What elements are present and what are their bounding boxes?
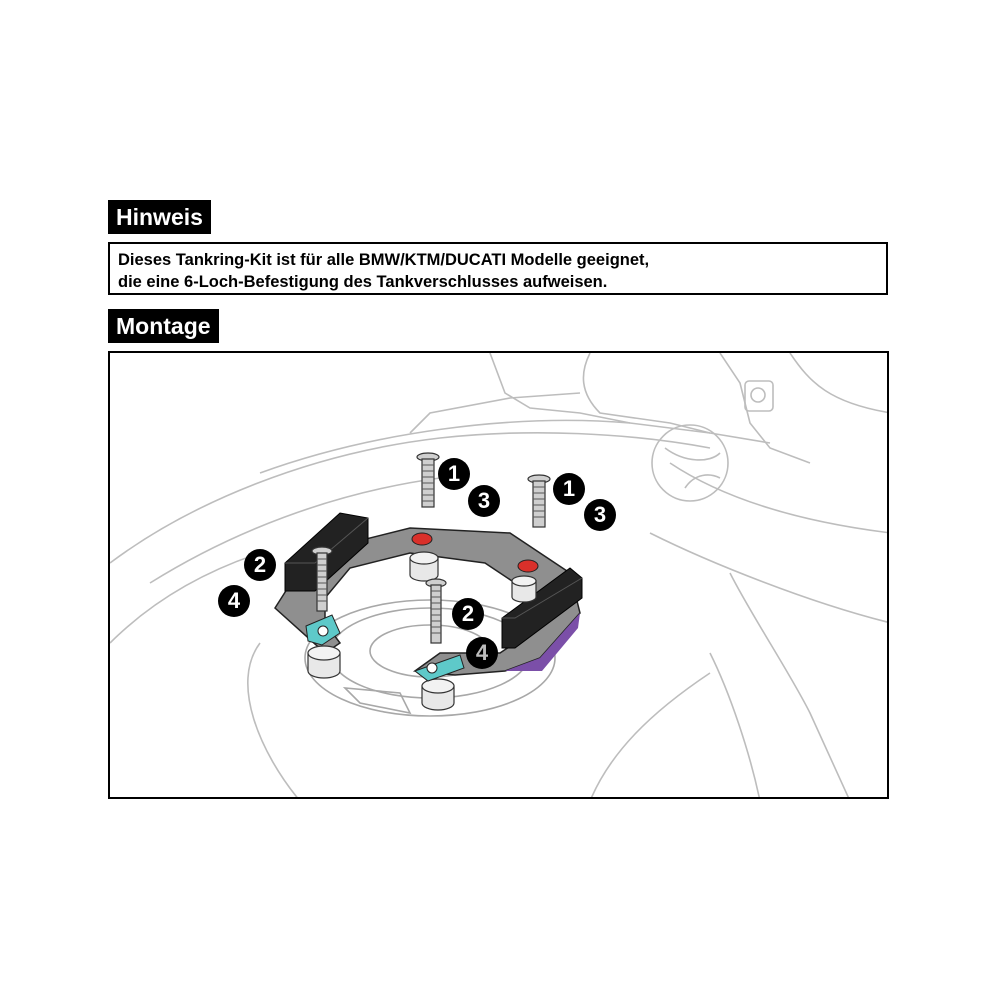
callout-step-4-center: 4 — [466, 637, 498, 669]
montage-heading: Montage — [108, 309, 219, 343]
hinweis-line-1: Dieses Tankring-Kit ist für alle BMW/KTM… — [118, 251, 650, 269]
hinweis-heading: Hinweis — [108, 200, 211, 234]
callout-step-2-left: 2 — [244, 549, 276, 581]
callout-step-1-left: 1 — [438, 458, 470, 490]
callout-step-2-center: 2 — [452, 598, 484, 630]
hinweis-note-box: Dieses Tankring-Kit ist für alle BMW/KTM… — [108, 242, 888, 295]
callout-step-3-right: 3 — [584, 499, 616, 531]
callout-step-4-left: 4 — [218, 585, 250, 617]
montage-illustration: 1 3 1 3 2 4 2 4 — [108, 351, 889, 799]
hinweis-line-2: die eine 6-Loch-Befestigung des Tankvers… — [118, 273, 608, 291]
callout-step-1-right: 1 — [553, 473, 585, 505]
callout-step-3-left: 3 — [468, 485, 500, 517]
assembly-drawing — [110, 353, 887, 797]
